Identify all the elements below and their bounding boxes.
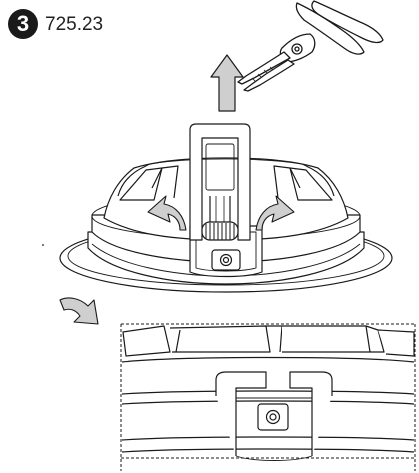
step-code: 725.23 <box>45 14 104 35</box>
spring-clip <box>190 124 250 240</box>
curved-arrow-right-icon <box>256 196 294 230</box>
detail-view <box>121 324 415 471</box>
stray-dot <box>42 244 44 246</box>
curved-arrow-left-icon <box>148 196 186 230</box>
curved-arrow-down-icon <box>60 298 98 324</box>
step-number-badge: 3 <box>8 9 38 39</box>
arrow-up-icon <box>211 55 243 111</box>
pliers-icon <box>238 1 383 91</box>
